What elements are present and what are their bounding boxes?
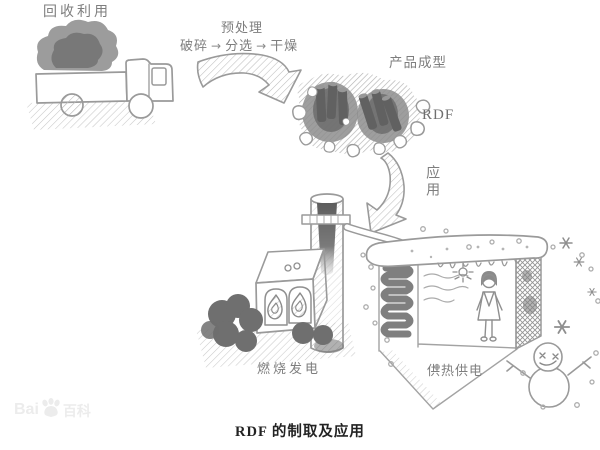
label-heat-power-supply: 供热供电	[427, 363, 484, 378]
snowflake-icon	[360, 226, 600, 410]
application-arrow-icon	[366, 152, 407, 234]
snowman-icon	[506, 342, 592, 408]
radiator-icon	[380, 264, 414, 338]
label-recycling: 回收利用	[43, 5, 111, 20]
step-sort: 分选	[225, 38, 254, 53]
house-icon	[365, 234, 549, 410]
incinerator-icon	[196, 193, 356, 368]
snow-roof-icon	[365, 234, 549, 269]
waste-pile-icon	[201, 294, 333, 352]
flame-icon	[288, 286, 312, 324]
light-bulb-icon	[452, 261, 474, 283]
step-arrow-icon: →	[256, 39, 268, 53]
flame-icon	[264, 288, 288, 326]
baidu-paw-icon	[42, 398, 60, 417]
rdf-pellets-icon	[290, 72, 433, 158]
label-pretreatment: 预处理	[221, 20, 264, 35]
figure-caption: RDF 的制取及应用	[235, 424, 365, 440]
label-rdf: RDF	[422, 107, 455, 123]
garbage-truck-icon	[26, 19, 174, 130]
pretreatment-steps: 破碎→分选→干燥	[180, 38, 299, 54]
label-product-forming: 产品成型	[389, 55, 447, 70]
truck-ground-shadow	[26, 100, 156, 130]
boiler-icon	[255, 248, 328, 334]
step-dry: 干燥	[270, 38, 299, 53]
step-crush: 破碎	[180, 38, 209, 53]
baidu-watermark: Bai 百科	[14, 398, 91, 418]
watermark-text-left: Bai	[14, 401, 39, 418]
garbage-heap-icon	[36, 19, 119, 71]
person-icon	[476, 271, 503, 342]
label-combustion-power: 燃烧发电	[257, 361, 322, 376]
house-right-wall	[515, 246, 542, 350]
label-application: 应用	[424, 165, 440, 199]
watermark-text-right: 百科	[62, 403, 91, 419]
step-arrow-icon: →	[211, 39, 223, 53]
heat-wave-lines	[423, 273, 469, 303]
pretreatment-arrow-icon	[196, 52, 302, 104]
